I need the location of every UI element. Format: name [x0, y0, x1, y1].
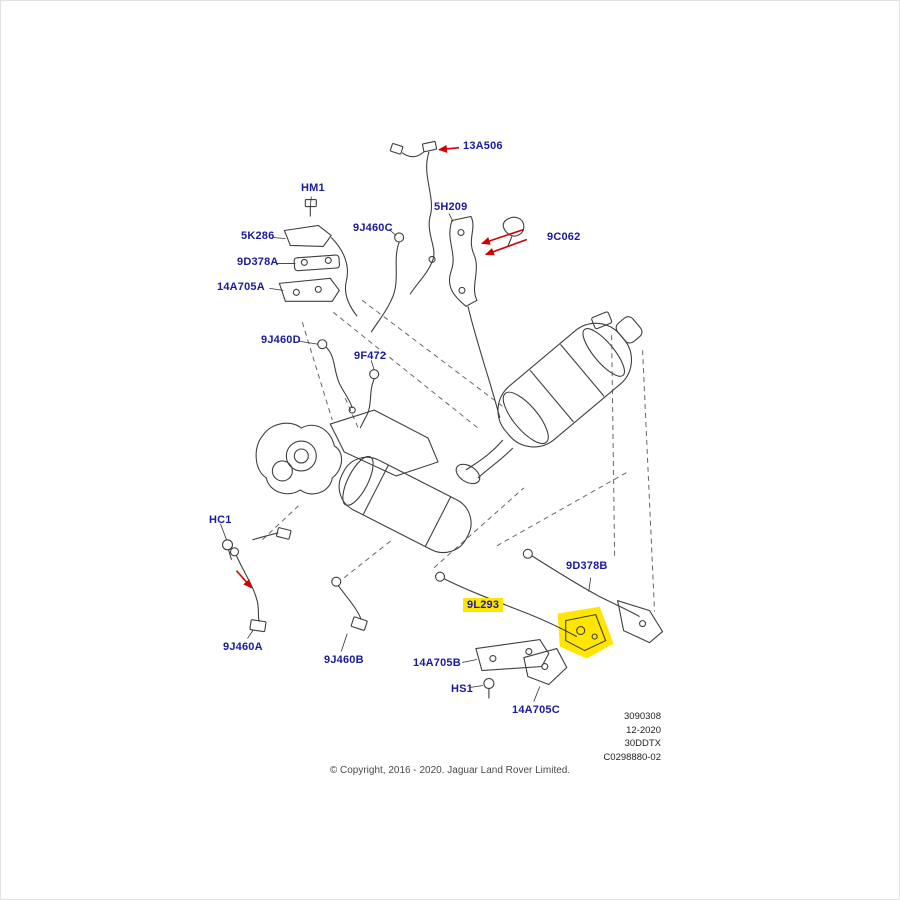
part-label-hs1[interactable]: HS1 [451, 683, 473, 695]
part-label-9j460b[interactable]: 9J460B [324, 654, 364, 666]
part-label-9j460c[interactable]: 9J460C [353, 222, 393, 234]
part-label-9j460d[interactable]: 9J460D [261, 334, 301, 346]
catalytic-converter-body [338, 455, 472, 554]
part-label-14a705a[interactable]: 14A705A [217, 281, 265, 293]
part-label-5h209[interactable]: 5H209 [434, 201, 468, 213]
drawing-date: 12-2020 [626, 724, 661, 736]
silencer-body [497, 316, 643, 448]
exhaust-assembly-art [255, 306, 643, 554]
part-label-13a506[interactable]: 13A506 [463, 140, 503, 152]
part-label-9j460a[interactable]: 9J460A [223, 641, 263, 653]
label-leader-lines [220, 196, 592, 702]
engine-code: 30DDTX [624, 738, 661, 749]
pointer-arrows [235, 144, 528, 589]
part-label-9f472[interactable]: 9F472 [354, 350, 387, 362]
copyright-text: © Copyright, 2016 - 2020. Jaguar Land Ro… [329, 765, 571, 776]
part-label-9d378a[interactable]: 9D378A [237, 256, 279, 268]
part-label-9d378b[interactable]: 9D378B [566, 560, 608, 572]
highlighted-part-9L293 [434, 571, 614, 659]
part-label-14a705b[interactable]: 14A705B [413, 657, 461, 669]
drawing-info-block: 3090308 12-2020 30DDTX C0298880-02 [521, 710, 661, 764]
part-label-9l293-selected[interactable]: 9L293 [463, 598, 504, 612]
part-label-9c062[interactable]: 9C062 [547, 231, 581, 243]
projection-lines [262, 299, 656, 612]
part-label-5k286[interactable]: 5K286 [241, 230, 275, 242]
part-label-hc1[interactable]: HC1 [209, 514, 232, 526]
part-label-hm1[interactable]: HM1 [301, 182, 325, 194]
sensors-and-harnesses [221, 140, 664, 699]
reference-number: C0298880-02 [603, 751, 661, 763]
drawing-number: 3090308 [624, 711, 661, 722]
part-label-14a705c[interactable]: 14A705C [512, 704, 560, 716]
